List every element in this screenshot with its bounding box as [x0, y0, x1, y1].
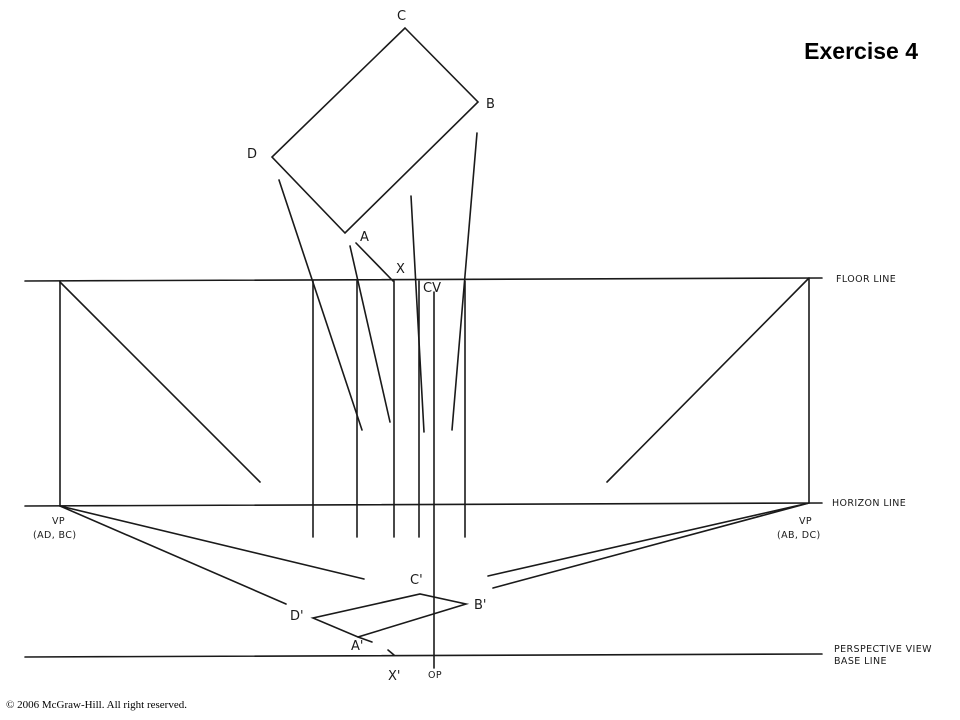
perspective-x-mark	[387, 649, 395, 656]
ray-from-a	[349, 245, 391, 423]
label-a-prime: A'	[351, 639, 363, 654]
label-vp-right: VP	[799, 516, 812, 527]
copyright-notice: © 2006 McGraw-Hill. All right reserved.	[6, 699, 187, 711]
label-vp-left-sub: (AD, BC)	[33, 530, 76, 541]
label-c-prime: C'	[410, 573, 423, 588]
label-d: D	[247, 147, 257, 162]
label-horizon-line: HORIZON LINE	[832, 498, 906, 509]
label-cv: CV	[423, 281, 441, 296]
label-c: C	[397, 9, 406, 24]
label-op: OP	[428, 670, 442, 681]
plan-rectangle	[270, 26, 480, 235]
floor-line	[24, 277, 823, 282]
label-x: X	[396, 262, 405, 277]
ray-from-d	[278, 179, 363, 431]
perspective-rectangle	[310, 593, 470, 638]
left-diagonal	[59, 281, 261, 483]
label-x-prime: X'	[388, 669, 400, 684]
label-base-line-2: BASE LINE	[834, 656, 887, 667]
vanishing-line-left-upper	[59, 505, 365, 580]
perspective-a-to-x	[357, 636, 373, 643]
label-vp-right-sub: (AB, DC)	[777, 530, 821, 541]
label-vp-left: VP	[52, 516, 65, 527]
label-b-prime: B'	[474, 598, 487, 613]
label-a: A	[360, 230, 369, 245]
horizon-line	[24, 502, 823, 507]
slide-title: Exercise 4	[804, 38, 918, 64]
label-b: B	[486, 97, 495, 112]
vanishing-line-right-lower	[492, 502, 810, 589]
vanishing-line-left-lower	[59, 505, 287, 605]
label-base-line-1: PERSPECTIVE VIEW	[834, 644, 932, 655]
vanishing-line-right-upper	[487, 502, 810, 577]
label-d-prime: D'	[290, 609, 304, 624]
ray-from-c	[410, 195, 425, 433]
plan-a-to-x	[355, 242, 394, 282]
label-floor-line: FLOOR LINE	[836, 274, 896, 285]
right-diagonal	[606, 277, 810, 483]
base-line	[24, 653, 823, 658]
